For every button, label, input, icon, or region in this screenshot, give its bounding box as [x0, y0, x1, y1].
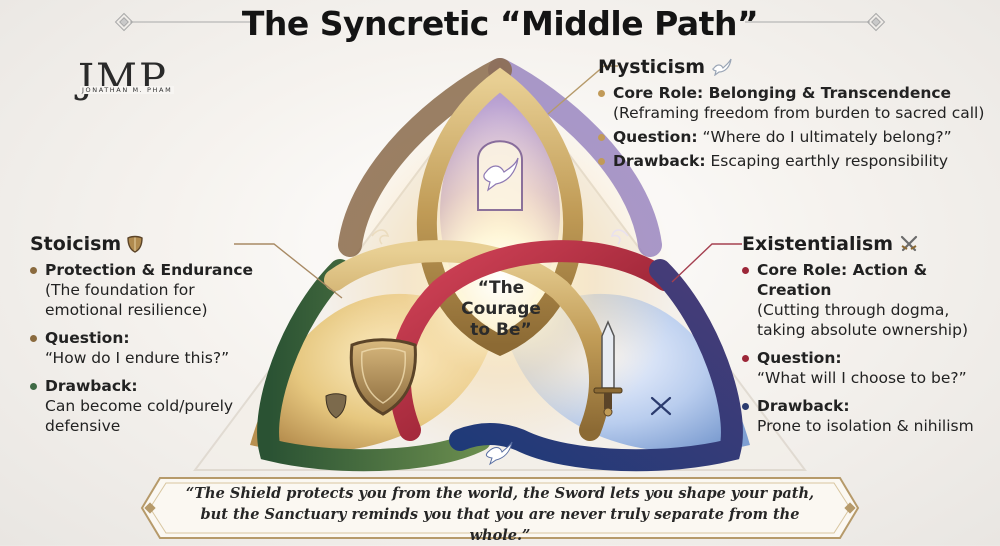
tan-ring: [324, 240, 611, 441]
existentialism-leader-line: [671, 243, 742, 283]
item-text: (Cutting through dogma, taking absolute …: [757, 301, 968, 339]
existentialism-heading: Existentialism: [742, 234, 998, 254]
item-label: Core Role: Action & Creation: [757, 261, 928, 299]
logo-name: JONATHAN M. PHAM: [80, 86, 175, 94]
dove-icon: [483, 157, 519, 192]
item-text: “How do I endure this?”: [45, 349, 230, 367]
small-shield-icon: [325, 393, 347, 419]
band-flourish-right: [610, 229, 629, 245]
stoicism-heading: Stoicism: [30, 234, 270, 254]
band-brown: [338, 58, 512, 257]
existentialism-item-drawback: Drawback: Prone to isolation & nihilism: [742, 396, 998, 436]
shield-emblem-icon: [349, 338, 417, 416]
item-label: Drawback:: [45, 377, 138, 395]
bullet-dot: [598, 90, 605, 97]
center-line-1: “The: [477, 278, 525, 298]
brand-logo: JMP JONATHAN M. PHAM: [78, 56, 178, 110]
item-label: Core Role: Belonging & Transcendence: [613, 84, 952, 102]
band-flourish-left: [371, 229, 390, 245]
stoicism-item-question: Question: “How do I endure this?”: [30, 328, 270, 368]
item-text: (Reframing freedom from burden to sacred…: [613, 104, 985, 122]
dove-icon: [712, 58, 732, 76]
existentialism-panel: Existentialism Core Role: Action & Creat…: [742, 234, 998, 444]
center-line-3: to Be”: [470, 320, 532, 340]
existentialism-item-role: Core Role: Action & Creation(Cutting thr…: [742, 260, 998, 340]
stoicism-item-drawback: Drawback: Can become cold/purely defensiv…: [30, 376, 270, 436]
bullet-dot: [30, 267, 37, 274]
stoicism-leader-line: [234, 243, 343, 299]
logo-monogram: JMP: [78, 56, 168, 102]
closing-quote: “The Shield protects you from the world,…: [170, 483, 830, 546]
quote-line-2: but the Sanctuary reminds you that you a…: [200, 506, 800, 544]
item-label: Drawback:: [757, 397, 850, 415]
title-ornament-left: [114, 12, 255, 32]
bullet-dot: [742, 403, 749, 410]
item-text: “Where do I ultimately belong?”: [702, 128, 952, 146]
stoicism-item-role: Protection & Endurance (The foundation fo…: [30, 260, 270, 320]
bullet-dot: [742, 355, 749, 362]
mysticism-heading: Mysticism: [598, 57, 998, 77]
item-text: Prone to isolation & nihilism: [757, 417, 974, 435]
mysticism-item-drawback: Drawback: Escaping earthly responsibilit…: [598, 151, 998, 171]
bullet-dot: [30, 383, 37, 390]
item-label: Question:: [45, 329, 130, 347]
bullet-dot: [598, 158, 605, 165]
small-crossed-swords-icon: [650, 396, 672, 416]
mysticism-leader-line: [547, 65, 618, 115]
navy-ring: [449, 259, 743, 472]
gold-ring: [416, 67, 584, 356]
sword-icon: [593, 320, 623, 417]
item-label: Protection & Endurance: [45, 261, 254, 279]
mysticism-heading-text: Mysticism: [598, 56, 706, 78]
item-text: Escaping earthly responsibility: [710, 152, 949, 170]
item-text: “What will I choose to be?”: [757, 369, 967, 387]
shield-icon: [127, 235, 143, 253]
existentialism-heading-text: Existentialism: [742, 233, 894, 255]
mysticism-item-question: Question: “Where do I ultimately belong?…: [598, 127, 998, 147]
page-title: The Syncretic “Middle Path”: [241, 4, 759, 43]
bullet-dot: [742, 267, 749, 274]
item-label: Drawback:: [613, 152, 706, 170]
title-ornament-right: [745, 12, 886, 32]
item-label: Question:: [613, 128, 698, 146]
center-line-2: Courage: [461, 299, 541, 319]
quote-line-1: “The Shield protects you from the world,…: [185, 485, 815, 502]
item-label: Question:: [757, 349, 842, 367]
stoicism-panel: Stoicism Protection & Endurance (The foun…: [30, 234, 270, 444]
existentialism-item-question: Question: “What will I choose to be?”: [742, 348, 998, 388]
bullet-dot: [30, 335, 37, 342]
crossed-swords-icon: [901, 235, 918, 252]
mysticism-item-role: Core Role: Belonging & Transcendence (Ref…: [598, 83, 998, 123]
center-label: “The Courage to Be”: [436, 278, 566, 341]
stoicism-heading-text: Stoicism: [30, 233, 122, 255]
band-lavender: [488, 58, 662, 257]
mysticism-panel: Mysticism Core Role: Belonging & Transce…: [598, 57, 998, 175]
quote-banner: [140, 477, 860, 539]
green-ring: [257, 259, 491, 472]
bottom-dove-icon: [485, 441, 513, 466]
item-text: (The foundation for emotional resilience…: [45, 281, 208, 319]
bullet-dot: [598, 134, 605, 141]
item-text: Can become cold/purely defensive: [45, 397, 234, 435]
